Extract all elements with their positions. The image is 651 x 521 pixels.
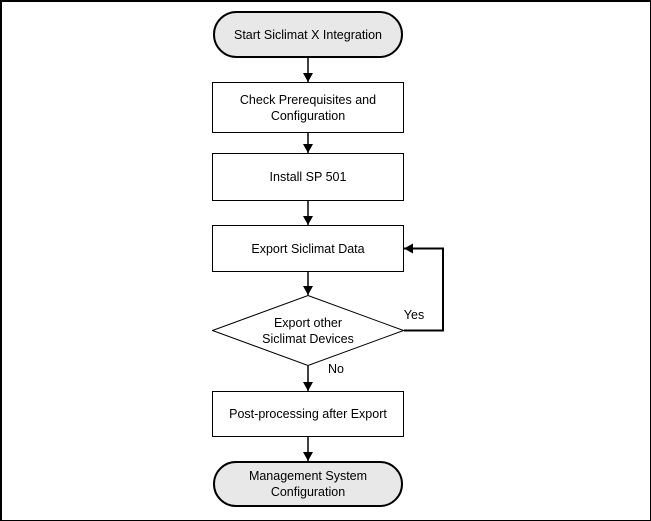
node-check-prerequisites: Check Prerequisites and Configuration — [212, 82, 404, 133]
node-end-label: Management System Configuration — [248, 469, 368, 499]
node-start-terminator: Start Siclimat X Integration — [213, 11, 403, 58]
edge-label-no: No — [328, 362, 344, 376]
diamond-shape — [212, 295, 404, 366]
node-decision-label: Export other Siclimat Devices — [262, 315, 354, 346]
node-end-terminator: Management System Configuration — [213, 461, 403, 507]
node-start-label: Start Siclimat X Integration — [234, 27, 382, 42]
arrow-yes-loop — [404, 243, 444, 332]
node-decision-export-other-devices: Export other Siclimat Devices — [212, 295, 404, 366]
node-export-siclimat-data-label: Export Siclimat Data — [251, 241, 365, 256]
node-install-sp501-label: Install SP 501 — [269, 170, 347, 184]
node-check-prerequisites-label: Check Prerequisites and Configuration — [239, 92, 377, 123]
edge-label-yes: Yes — [403, 308, 425, 322]
node-post-processing: Post-processing after Export — [212, 391, 404, 437]
node-export-siclimat-data: Export Siclimat Data — [212, 225, 404, 272]
node-post-processing-label: Post-processing after Export — [229, 407, 387, 421]
node-install-sp501: Install SP 501 — [212, 153, 404, 201]
